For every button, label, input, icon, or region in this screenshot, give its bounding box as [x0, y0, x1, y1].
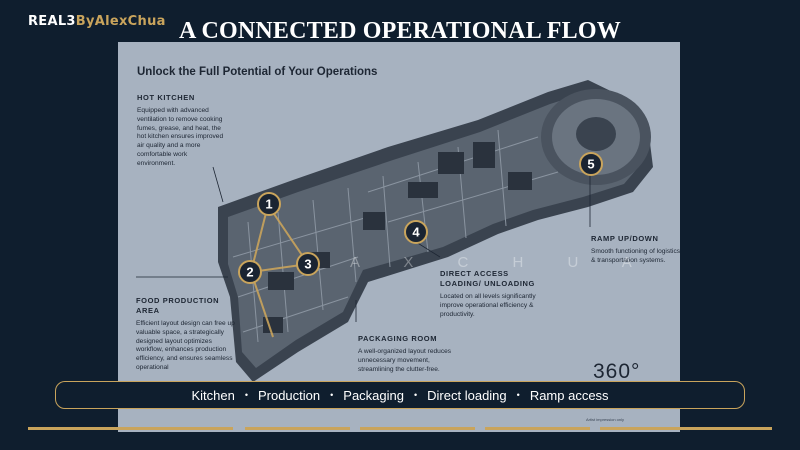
caption-separator: •	[330, 390, 334, 400]
callout-text: Equipped with advanced ventilation to re…	[137, 107, 224, 167]
floor-plan-illustration	[136, 80, 653, 382]
callout-ramp: RAMP UP/DOWN Smooth functioning of logis…	[591, 234, 680, 266]
callout-title: FOOD PRODUCTION AREA	[136, 296, 220, 315]
caption-item-production: Production	[257, 387, 321, 403]
marker-label: 4	[412, 225, 420, 240]
marker-3[interactable]: 3	[294, 250, 322, 278]
marker-label: 2	[246, 265, 253, 280]
caption-bar: Kitchen • Production • Packaging • Direc…	[55, 381, 745, 409]
callout-text: Efficient layout design can free up valu…	[136, 320, 235, 371]
progress-rule-1	[28, 427, 233, 430]
marker-label: 5	[587, 157, 594, 172]
brand-prefix: REAL3	[28, 14, 76, 29]
callout-packaging-room: PACKAGING ROOM A well-organized layout r…	[358, 334, 458, 374]
marker-5[interactable]: 5	[577, 150, 605, 178]
caption-item-kitchen: Kitchen	[191, 387, 235, 403]
progress-rule-4	[485, 427, 590, 430]
callout-direct-access: DIRECT ACCESS LOADING/ UNLOADING Located…	[440, 269, 540, 319]
caption-item-ramp-access: Ramp access	[529, 387, 609, 403]
callout-food-production: FOOD PRODUCTION AREA Efficient layout de…	[136, 296, 236, 373]
caption-item-packaging: Packaging	[343, 387, 404, 403]
marker-1[interactable]: 1	[255, 190, 283, 218]
marker-label: 1	[265, 197, 272, 212]
callout-title: PACKAGING ROOM	[358, 334, 438, 343]
marker-2[interactable]: 2	[236, 258, 264, 286]
poster-heading: Unlock the Full Potential of Your Operat…	[137, 66, 378, 78]
callout-text: A well-organized layout reduces unnecess…	[358, 348, 452, 373]
progress-rule-5	[600, 427, 772, 430]
marker-4[interactable]: 4	[402, 218, 430, 246]
marker-label: 3	[304, 257, 311, 272]
disclaimer: Artist impression only	[586, 417, 625, 422]
progress-rule-2	[245, 427, 350, 430]
callout-title: DIRECT ACCESS LOADING/ UNLOADING	[440, 269, 535, 288]
floor-plan-poster: Unlock the Full Potential of Your Operat…	[118, 42, 680, 432]
caption-item-direct-loading: Direct loading	[427, 387, 507, 403]
callout-title: HOT KITCHEN	[137, 93, 195, 102]
slide-title: A CONNECTED OPERATIONAL FLOW	[179, 18, 621, 44]
caption-separator: •	[516, 390, 520, 400]
brand-logo: REAL3ByAlexChua	[28, 14, 166, 29]
brand-suffix: ByAlexChua	[75, 14, 166, 29]
callout-title: RAMP UP/DOWN	[591, 234, 659, 243]
callout-text: Smooth functioning of logistics & transp…	[591, 248, 680, 264]
callout-text: Located on all levels significantly impr…	[440, 293, 536, 318]
caption-separator: •	[414, 390, 418, 400]
watermark: A X C H U A	[350, 254, 652, 271]
caption-separator: •	[244, 390, 248, 400]
degree-label: 360°	[593, 360, 641, 383]
progress-rule-3	[360, 427, 475, 430]
callout-hot-kitchen: HOT KITCHEN Equipped with advanced venti…	[137, 93, 227, 169]
